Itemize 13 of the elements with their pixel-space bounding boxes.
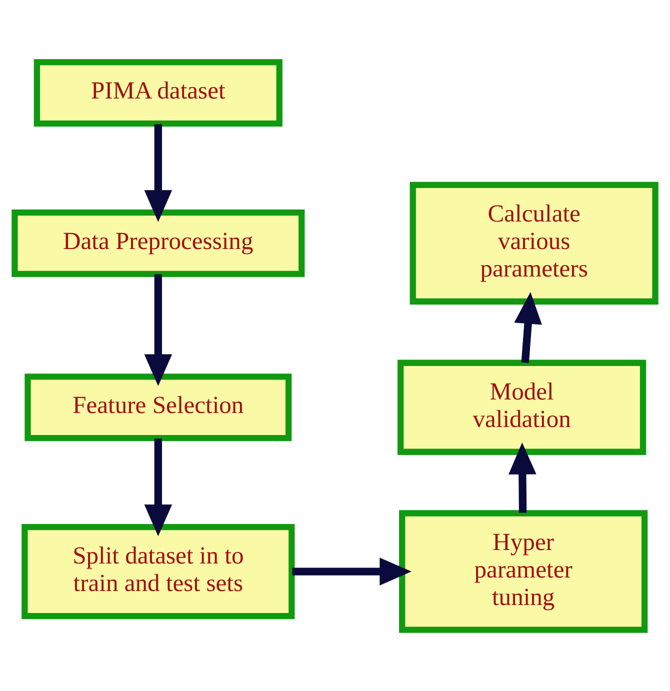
node-box: Calculate various parameters: [410, 181, 658, 304]
arrow: [144, 124, 172, 222]
arrow: [144, 274, 172, 386]
arrow: [292, 557, 412, 585]
arrow: [144, 438, 172, 536]
node-box: PIMA dataset: [34, 58, 282, 126]
node-box: Model validation: [398, 359, 646, 454]
node-box: Hyper parameter tuning: [399, 510, 648, 632]
node-box: Data Preprocessing: [12, 208, 305, 276]
arrow: [508, 442, 536, 512]
arrow: [514, 292, 542, 362]
node-box: Feature Selection: [24, 373, 292, 441]
node-box: Split dataset in to train and test sets: [22, 523, 295, 619]
